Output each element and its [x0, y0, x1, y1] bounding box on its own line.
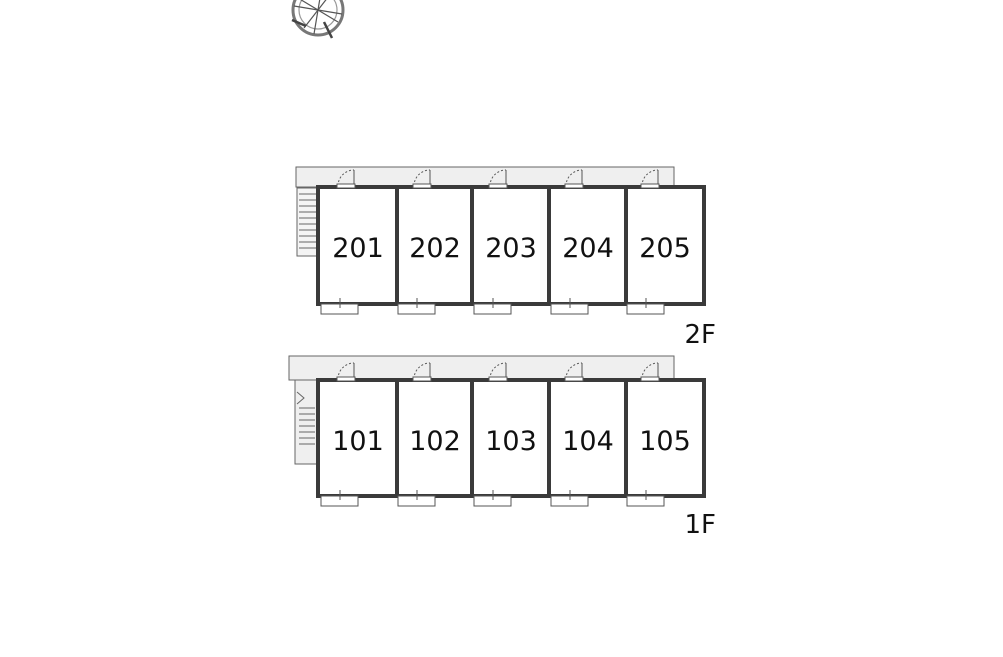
door-symbols — [336, 362, 660, 382]
unit-label: 205 — [639, 233, 691, 264]
unit-label: 203 — [485, 233, 537, 264]
floor-label: 2F — [685, 320, 717, 350]
unit-label: 202 — [409, 233, 461, 264]
floor-2f: 201 202 203 204 205 2F — [295, 166, 717, 350]
staircase — [296, 187, 318, 257]
corridor — [288, 355, 675, 381]
staircase — [296, 391, 315, 445]
balconies — [320, 298, 665, 315]
balconies — [320, 490, 665, 507]
building-outline — [316, 378, 706, 498]
door-symbols — [336, 169, 660, 189]
unit-label: 204 — [562, 233, 614, 264]
floor-1f: 101 102 103 104 105 1F — [288, 355, 717, 540]
unit-label: 104 — [562, 426, 614, 457]
floor-label: 1F — [685, 510, 717, 540]
unit-label: 102 — [409, 426, 461, 457]
unit-label: 105 — [639, 426, 691, 457]
unit-label: 101 — [332, 426, 384, 457]
compass-icon — [291, 0, 345, 39]
unit-label: 201 — [332, 233, 384, 264]
unit-label: 103 — [485, 426, 537, 457]
